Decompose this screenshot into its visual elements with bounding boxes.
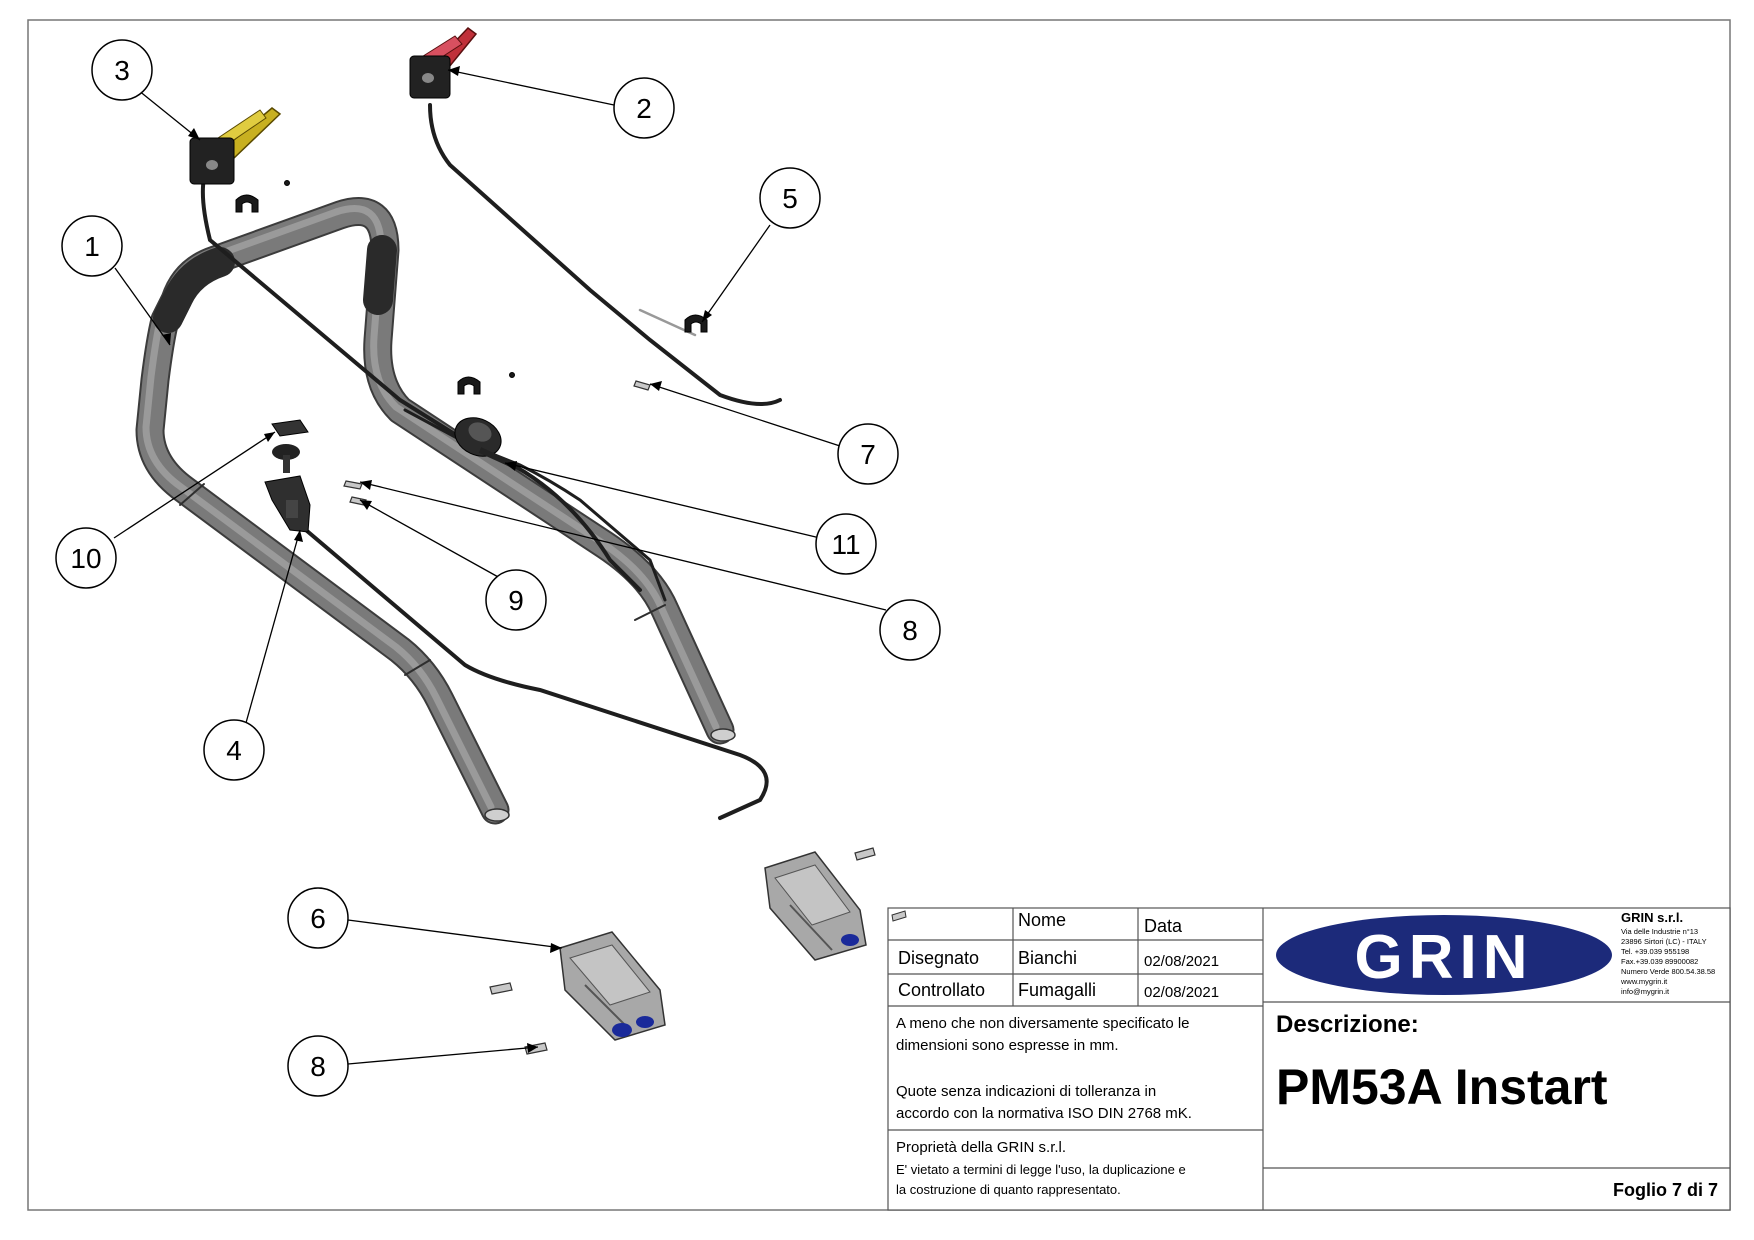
callout-8-lower: 8: [287, 1035, 349, 1097]
callout-11: 11: [815, 513, 877, 575]
svg-text:2: 2: [636, 93, 652, 124]
col-header-nome: Nome: [1018, 910, 1066, 930]
svg-text:8: 8: [902, 615, 918, 646]
callout-3: 3: [91, 39, 153, 101]
svg-text:11: 11: [831, 529, 860, 560]
callout-1: 1: [61, 215, 123, 277]
svg-text:6: 6: [310, 903, 326, 934]
sheet-number: Foglio 7 di 7: [1613, 1180, 1718, 1200]
company-line-6: www.mygrin.it: [1620, 977, 1668, 986]
callout-7: 7: [837, 423, 899, 485]
lower-bracket-right: [764, 851, 867, 961]
note-line-4: accordo con la normativa ISO DIN 2768 mK…: [896, 1105, 1192, 1122]
svg-text:3: 3: [114, 55, 130, 86]
callout-6: 6: [287, 887, 349, 949]
description-value: PM53A Instart: [1276, 1059, 1608, 1115]
svg-text:4: 4: [226, 735, 242, 766]
drive-lever-yellow: [189, 107, 282, 185]
role-disegnato: Disegnato: [898, 948, 979, 968]
property-title: Proprietà della GRIN s.r.l.: [896, 1139, 1066, 1156]
role-controllato: Controllato: [898, 980, 985, 1000]
date-controllato: 02/08/2021: [1144, 984, 1219, 1001]
handle-tube: [135, 197, 736, 825]
name-disegnato: Bianchi: [1018, 948, 1077, 968]
cable-clips: [235, 180, 708, 395]
description-label: Descrizione:: [1276, 1011, 1419, 1038]
company-line-2: 23896 Sirtori (LC) - ITALY: [1621, 937, 1707, 946]
property-line-1: E' vietato a termini di legge l'uso, la …: [896, 1162, 1186, 1177]
svg-text:9: 9: [508, 585, 524, 616]
lower-bracket-left: [559, 931, 666, 1041]
svg-text:GRIN: GRIN: [1355, 923, 1534, 992]
note-line-2: dimensioni sono espresse in mm.: [896, 1037, 1119, 1054]
property-line-2: la costruzione di quanto rappresentato.: [896, 1182, 1121, 1197]
callout-4: 4: [203, 719, 265, 781]
date-disegnato: 02/08/2021: [1144, 953, 1219, 970]
title-block: Nome Data Disegnato Bianchi 02/08/2021 C…: [887, 907, 1731, 1211]
stop-lever-red: [409, 27, 478, 99]
callout-balloons: 3 2 1 5 7 11 1: [55, 39, 941, 1097]
svg-text:7: 7: [860, 439, 876, 470]
leader-arrowheads: [162, 66, 712, 1053]
part-thumbnail-icon: [891, 910, 907, 922]
col-header-data: Data: [1144, 916, 1183, 936]
company-line-4: Fax.+39.039 89900082: [1621, 957, 1698, 966]
callout-5: 5: [759, 167, 821, 229]
callout-8-upper: 8: [879, 599, 941, 661]
leader-lines: [113, 69, 887, 1065]
company-line-1: Via delle Industrie n°13: [1621, 927, 1698, 936]
company-name: GRIN s.r.l.: [1621, 910, 1683, 925]
svg-text:5: 5: [782, 183, 798, 214]
note-line-1: A meno che non diversamente specificato …: [896, 1015, 1190, 1032]
svg-text:8: 8: [310, 1051, 326, 1082]
exploded-view-drawing: 3 2 1 5 7 11 1: [55, 27, 941, 1097]
svg-text:1: 1: [84, 231, 100, 262]
company-line-5: Numero Verde 800.54.38.58: [1621, 967, 1715, 976]
grin-logo: GRIN: [1276, 915, 1612, 995]
callout-9: 9: [485, 569, 547, 631]
note-line-3: Quote senza indicazioni di tolleranza in: [896, 1083, 1156, 1100]
company-line-3: Tel. +39.039 955198: [1621, 947, 1689, 956]
svg-text:10: 10: [70, 543, 101, 574]
cable-bracket: [264, 419, 311, 533]
callout-2: 2: [613, 77, 675, 139]
callout-10: 10: [55, 527, 117, 589]
company-line-7: info@mygrin.it: [1621, 987, 1670, 996]
name-controllato: Fumagalli: [1018, 980, 1096, 1000]
sheet-border: [27, 19, 1731, 1211]
